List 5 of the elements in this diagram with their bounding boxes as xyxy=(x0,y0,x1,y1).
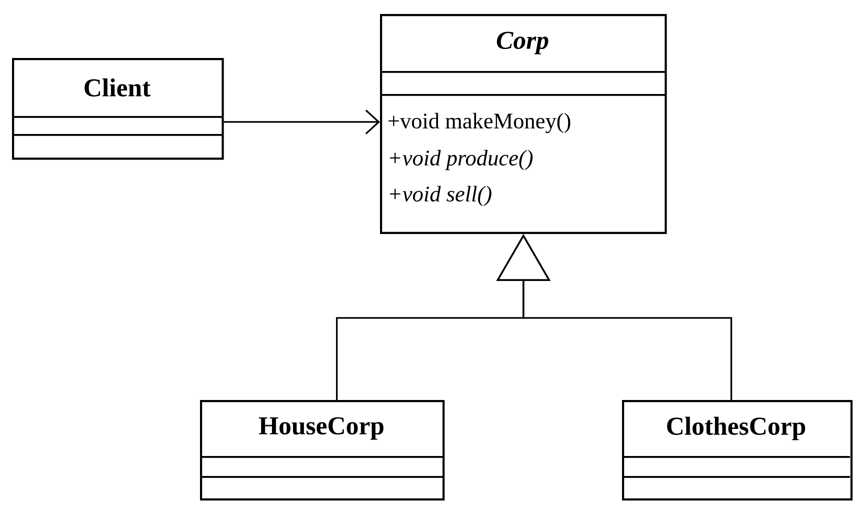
class-box: HouseCorp xyxy=(200,400,445,501)
class-box: Client xyxy=(12,58,224,160)
class-box: ClothesCorp xyxy=(622,400,853,501)
class-box: Corp +void makeMoney() +void produce() +void sell() xyxy=(380,14,667,234)
arrow xyxy=(224,110,380,134)
